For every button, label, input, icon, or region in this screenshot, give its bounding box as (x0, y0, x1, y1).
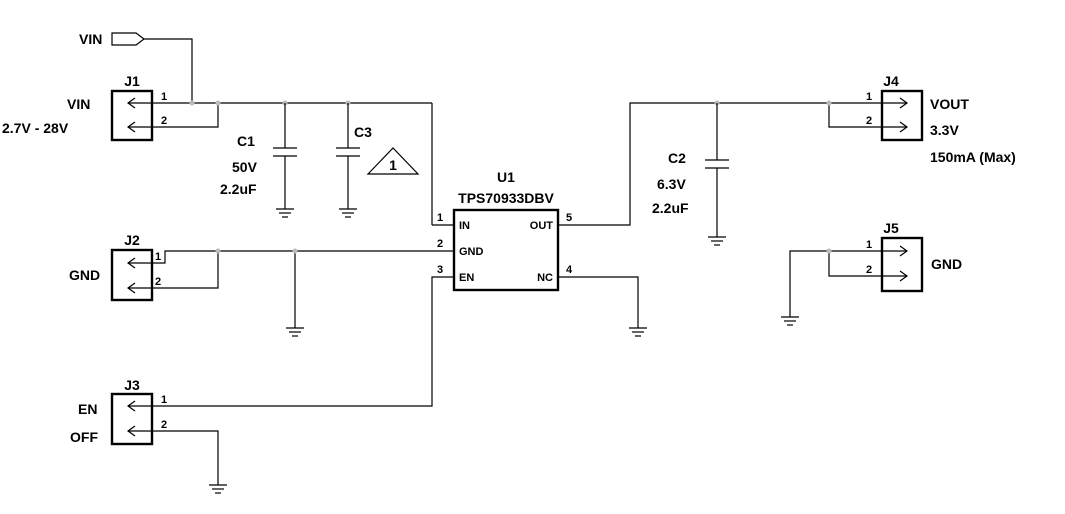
c2-value: 2.2uF (652, 200, 689, 216)
vin-net-flag-label: VIN (79, 31, 102, 47)
c1-voltage: 50V (232, 159, 258, 175)
j4-current: 150mA (Max) (930, 149, 1016, 165)
u1-pin-in-number: 1 (437, 212, 443, 224)
vin-rail (152, 100, 454, 226)
u1-pin-out-number: 5 (566, 212, 572, 224)
j3-pin1-number: 1 (161, 394, 167, 406)
j1-label: VIN (67, 96, 90, 112)
c3-ref: C3 (354, 124, 372, 140)
j5-ref: J5 (883, 220, 899, 236)
j3-label-off: OFF (70, 429, 98, 445)
u1-pin-en-name: EN (459, 272, 474, 284)
j4-pin2-number: 2 (866, 115, 872, 127)
u1-pin-out-name: OUT (530, 220, 554, 232)
u1-pin-nc-name: NC (537, 272, 553, 284)
j2-ref: J2 (124, 232, 140, 248)
j1-pin2-number: 2 (161, 115, 167, 127)
vin-net-flag: VIN (79, 31, 193, 103)
j4-voltage: 3.3V (930, 122, 959, 138)
j5-label: GND (931, 256, 962, 272)
j1-voltage-range: 2.7V - 28V (2, 120, 69, 136)
j3-label-en: EN (78, 401, 97, 417)
u1-pin-nc-number: 4 (566, 264, 573, 276)
connector-j2: J2 GND 1 2 (69, 232, 161, 302)
c1-value: 2.2uF (220, 181, 257, 197)
j1-pin1-number: 1 (161, 91, 167, 103)
connector-j3: J3 EN OFF 1 2 (70, 377, 227, 494)
j2-pin1-number: 1 (155, 251, 161, 263)
note-number: 1 (389, 157, 397, 173)
u1-pin-en-number: 3 (437, 264, 443, 276)
capacitor-c3: C3 (336, 103, 372, 218)
j3-pin2-number: 2 (161, 419, 167, 431)
j1-ref: J1 (124, 73, 140, 89)
capacitor-c2: C2 6.3V 2.2uF (652, 103, 729, 246)
regulator-u1: U1 TPS70933DBV IN GND EN OUT NC 1 2 3 5 … (437, 169, 573, 292)
j2-label: GND (69, 267, 100, 283)
u1-ref: U1 (497, 169, 515, 185)
j2-pin2-number: 2 (155, 276, 161, 288)
capacitor-c1: C1 50V 2.2uF (220, 103, 297, 218)
vout-rail (558, 100, 882, 226)
c2-ref: C2 (668, 150, 686, 166)
connector-j4: J4 VOUT 3.3V 150mA (Max) 1 2 (866, 73, 1016, 165)
j4-label: VOUT (930, 96, 969, 112)
c1-ref: C1 (237, 133, 255, 149)
connector-j5: J5 GND 1 2 (781, 220, 962, 326)
j3-ref: J3 (124, 377, 140, 393)
c2-voltage: 6.3V (657, 176, 686, 192)
u1-pin-in-name: IN (459, 220, 470, 232)
u1-pin-gnd-number: 2 (437, 238, 443, 250)
en-net (152, 276, 454, 407)
u1-part-number: TPS70933DBV (458, 190, 554, 206)
j5-pin2-number: 2 (866, 264, 872, 276)
j5-pin1-number: 1 (866, 239, 872, 251)
j4-pin1-number: 1 (866, 91, 872, 103)
gnd-net (152, 248, 454, 337)
j4-ref: J4 (883, 73, 899, 89)
connector-j1: J1 VIN 2.7V - 28V 1 2 (2, 73, 167, 142)
note-triangle: 1 (366, 147, 420, 175)
nc-ground (558, 276, 647, 337)
u1-pin-gnd-name: GND (459, 246, 484, 258)
